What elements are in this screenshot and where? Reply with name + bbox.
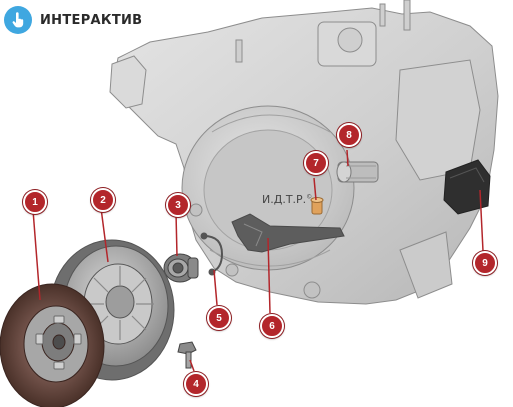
- callout-label-4: 4: [193, 378, 199, 390]
- watermark: И.Д.Т.Р.©: [262, 193, 312, 206]
- callout-label-2: 2: [100, 194, 106, 206]
- output-shaft: [336, 161, 379, 183]
- release-bearing: [163, 253, 199, 283]
- callout-marker-5[interactable]: 5: [207, 306, 231, 330]
- callout-label-1: 1: [32, 196, 38, 208]
- callout-label-9: 9: [482, 257, 488, 269]
- callout-label-3: 3: [175, 199, 181, 211]
- callout-marker-4[interactable]: 4: [184, 372, 208, 396]
- header-title: ИНТЕРАКТИВ: [40, 12, 143, 28]
- callout-marker-1[interactable]: 1: [23, 190, 47, 214]
- bolt: [177, 341, 197, 369]
- release-fork: [231, 213, 345, 253]
- hand-pointer-icon: [4, 6, 32, 34]
- callout-marker-7[interactable]: 7: [304, 151, 328, 175]
- callout-label-8: 8: [346, 129, 352, 141]
- rubber-mount: [443, 159, 491, 215]
- retaining-clip: [200, 232, 224, 276]
- callout-marker-8[interactable]: 8: [337, 123, 361, 147]
- watermark-mark: ©: [306, 193, 313, 201]
- breather-fitting: [310, 197, 324, 215]
- callout-marker-9[interactable]: 9: [473, 251, 497, 275]
- callout-label-7: 7: [313, 157, 319, 169]
- callout-label-5: 5: [216, 312, 222, 324]
- callout-marker-3[interactable]: 3: [166, 193, 190, 217]
- leader-lines: [32, 149, 484, 372]
- watermark-text: И.Д.Т.Р.: [262, 193, 307, 206]
- callout-label-6: 6: [269, 320, 275, 332]
- callout-marker-2[interactable]: 2: [91, 188, 115, 212]
- interactive-header: ИНТЕРАКТИВ: [4, 4, 142, 36]
- clutch-disc: [0, 283, 105, 407]
- callout-marker-6[interactable]: 6: [260, 314, 284, 338]
